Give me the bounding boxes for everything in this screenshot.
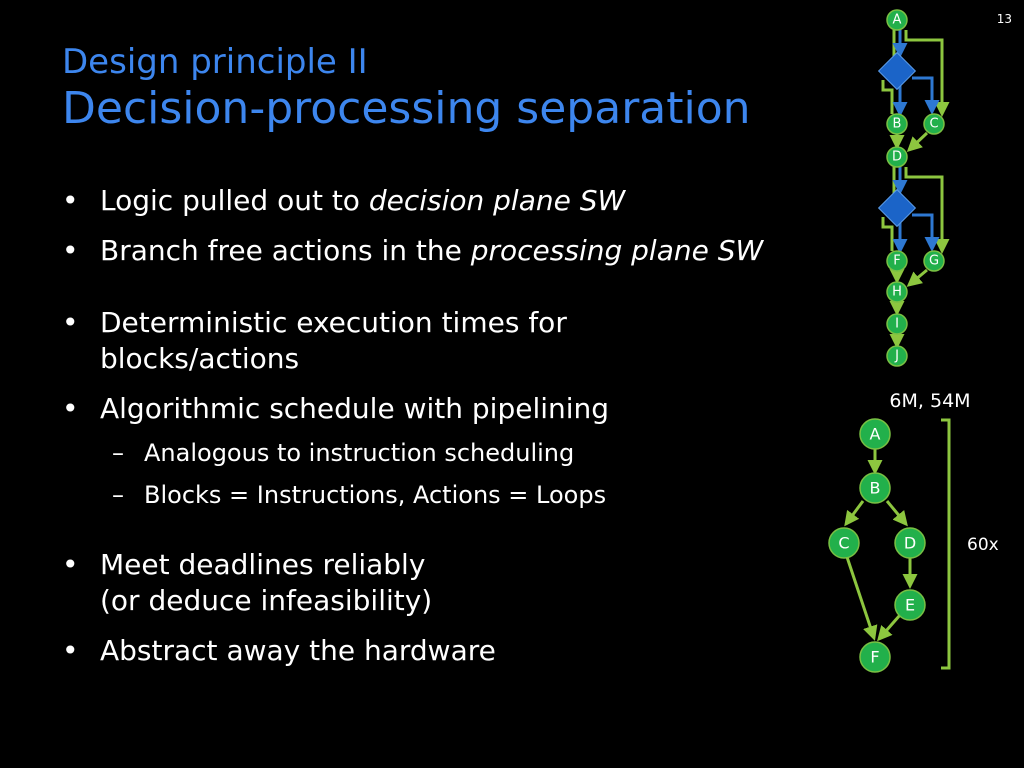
node-label: F xyxy=(870,648,879,667)
node-circle xyxy=(886,250,908,272)
subbullet-text: Analogous to instruction scheduling xyxy=(144,439,575,467)
bullet-meet-deadlines: Meet deadlines reliably(or deduce infeas… xyxy=(62,547,842,619)
bullet-text: Algorithmic schedule with pipelining xyxy=(100,392,610,425)
bottom-graph: 6M, 54M A B C D E xyxy=(828,390,999,673)
edge xyxy=(844,500,865,527)
top-node-a: A xyxy=(886,9,908,31)
node-label: D xyxy=(892,150,902,165)
bullet-text: Meet deadlines reliably xyxy=(100,548,426,581)
edge xyxy=(885,500,908,527)
top-node-f: F xyxy=(886,250,908,272)
bullet-algorithmic-schedule: Algorithmic schedule with pipelining xyxy=(62,391,842,427)
bottom-graph-edges xyxy=(844,449,918,642)
node-circle xyxy=(886,313,908,335)
bottom-node-a: A xyxy=(859,418,891,450)
bullet-text: (or deduce infeasibility) xyxy=(100,584,433,617)
top-node-g: G xyxy=(923,250,945,272)
node-label: J xyxy=(894,349,899,364)
subbullet-blocks-instructions: Blocks = Instructions, Actions = Loops xyxy=(62,479,842,511)
decision-diamond-2 xyxy=(877,188,917,228)
node-label: B xyxy=(893,117,902,132)
edge xyxy=(912,76,940,115)
bullet-emphasis: processing plane SW xyxy=(470,234,764,267)
top-node-d: D xyxy=(886,146,908,168)
node-label: I xyxy=(895,317,899,332)
slide-subtitle: Design principle II xyxy=(62,42,368,82)
node-circle xyxy=(894,589,926,621)
edge xyxy=(906,131,929,153)
subbullet-text: Blocks = Instructions, Actions = Loops xyxy=(144,481,607,509)
node-label: F xyxy=(893,254,900,269)
node-label: D xyxy=(904,534,916,553)
bullet-text: Deterministic execution times for xyxy=(100,306,567,339)
edge xyxy=(881,217,894,251)
node-circle xyxy=(886,113,908,135)
bullet-list: Logic pulled out to decision plane SW Br… xyxy=(62,183,842,669)
bullet-text: blocks/actions xyxy=(100,342,300,375)
node-label: G xyxy=(929,254,939,269)
edge xyxy=(904,30,950,117)
node-circle xyxy=(859,418,891,450)
edge xyxy=(881,80,894,114)
top-graph: A B C D F G H I xyxy=(877,9,950,367)
cycle-label: 6M, 54M xyxy=(889,390,970,412)
node-label: C xyxy=(838,534,849,553)
bullet-abstract-hardware: Abstract away the hardware xyxy=(62,633,842,669)
edge xyxy=(912,213,940,252)
slide-title: Decision-processing separation xyxy=(62,83,751,134)
node-circle xyxy=(894,527,926,559)
bullet-decision-plane: Logic pulled out to decision plane SW xyxy=(62,183,842,219)
node-circle xyxy=(886,281,908,303)
edge xyxy=(877,614,902,642)
node-circle xyxy=(886,9,908,31)
edge xyxy=(845,556,878,641)
decision-diamond-1 xyxy=(877,51,917,91)
bullet-text: Branch free actions in the xyxy=(100,234,471,267)
node-label: B xyxy=(870,479,881,498)
node-label: E xyxy=(905,596,915,615)
node-circle xyxy=(859,472,891,504)
node-circle xyxy=(923,113,945,135)
repeat-bracket xyxy=(941,418,951,670)
top-node-i: I xyxy=(886,313,908,335)
bullet-deterministic: Deterministic execution times forblocks/… xyxy=(62,305,842,377)
node-circle xyxy=(886,146,908,168)
bullet-text: Abstract away the hardware xyxy=(100,634,496,667)
node-label: C xyxy=(929,117,938,132)
node-circle xyxy=(923,250,945,272)
repeat-label: 60x xyxy=(967,535,999,555)
bottom-node-e: E xyxy=(894,589,926,621)
node-label: A xyxy=(870,425,881,444)
edge xyxy=(904,167,950,254)
node-label: A xyxy=(893,13,902,28)
bottom-node-f: F xyxy=(859,641,891,673)
node-circle xyxy=(886,345,908,367)
subbullet-analogous: Analogous to instruction scheduling xyxy=(62,437,842,469)
bullet-processing-plane: Branch free actions in the processing pl… xyxy=(62,233,842,269)
bottom-node-d: D xyxy=(894,527,926,559)
top-graph-edges xyxy=(881,30,950,349)
node-circle xyxy=(828,527,860,559)
node-circle xyxy=(859,641,891,673)
bottom-node-c: C xyxy=(828,527,860,559)
bullet-emphasis: decision plane SW xyxy=(368,184,626,217)
page-number: 13 xyxy=(996,12,1012,26)
top-node-j: J xyxy=(886,345,908,367)
bullet-text: Logic pulled out to xyxy=(100,184,369,217)
edge xyxy=(906,268,928,287)
top-node-c: C xyxy=(923,113,945,135)
top-node-b: B xyxy=(886,113,908,135)
top-node-h: H xyxy=(886,281,908,303)
node-label: H xyxy=(892,285,902,300)
bottom-node-b: B xyxy=(859,472,891,504)
title-area: Design principle II Decision-processing … xyxy=(62,42,751,136)
